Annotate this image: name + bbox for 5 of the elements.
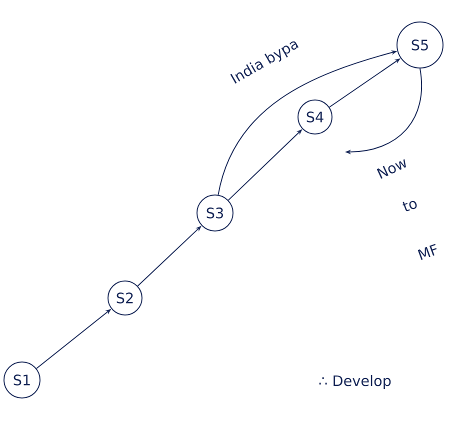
- note-text: MF: [418, 244, 437, 260]
- note-text: ∴ Develop: [319, 375, 391, 389]
- note-text: Now: [376, 159, 406, 179]
- note-text: to: [402, 200, 417, 212]
- edge-label: India bypa: [227, 36, 303, 88]
